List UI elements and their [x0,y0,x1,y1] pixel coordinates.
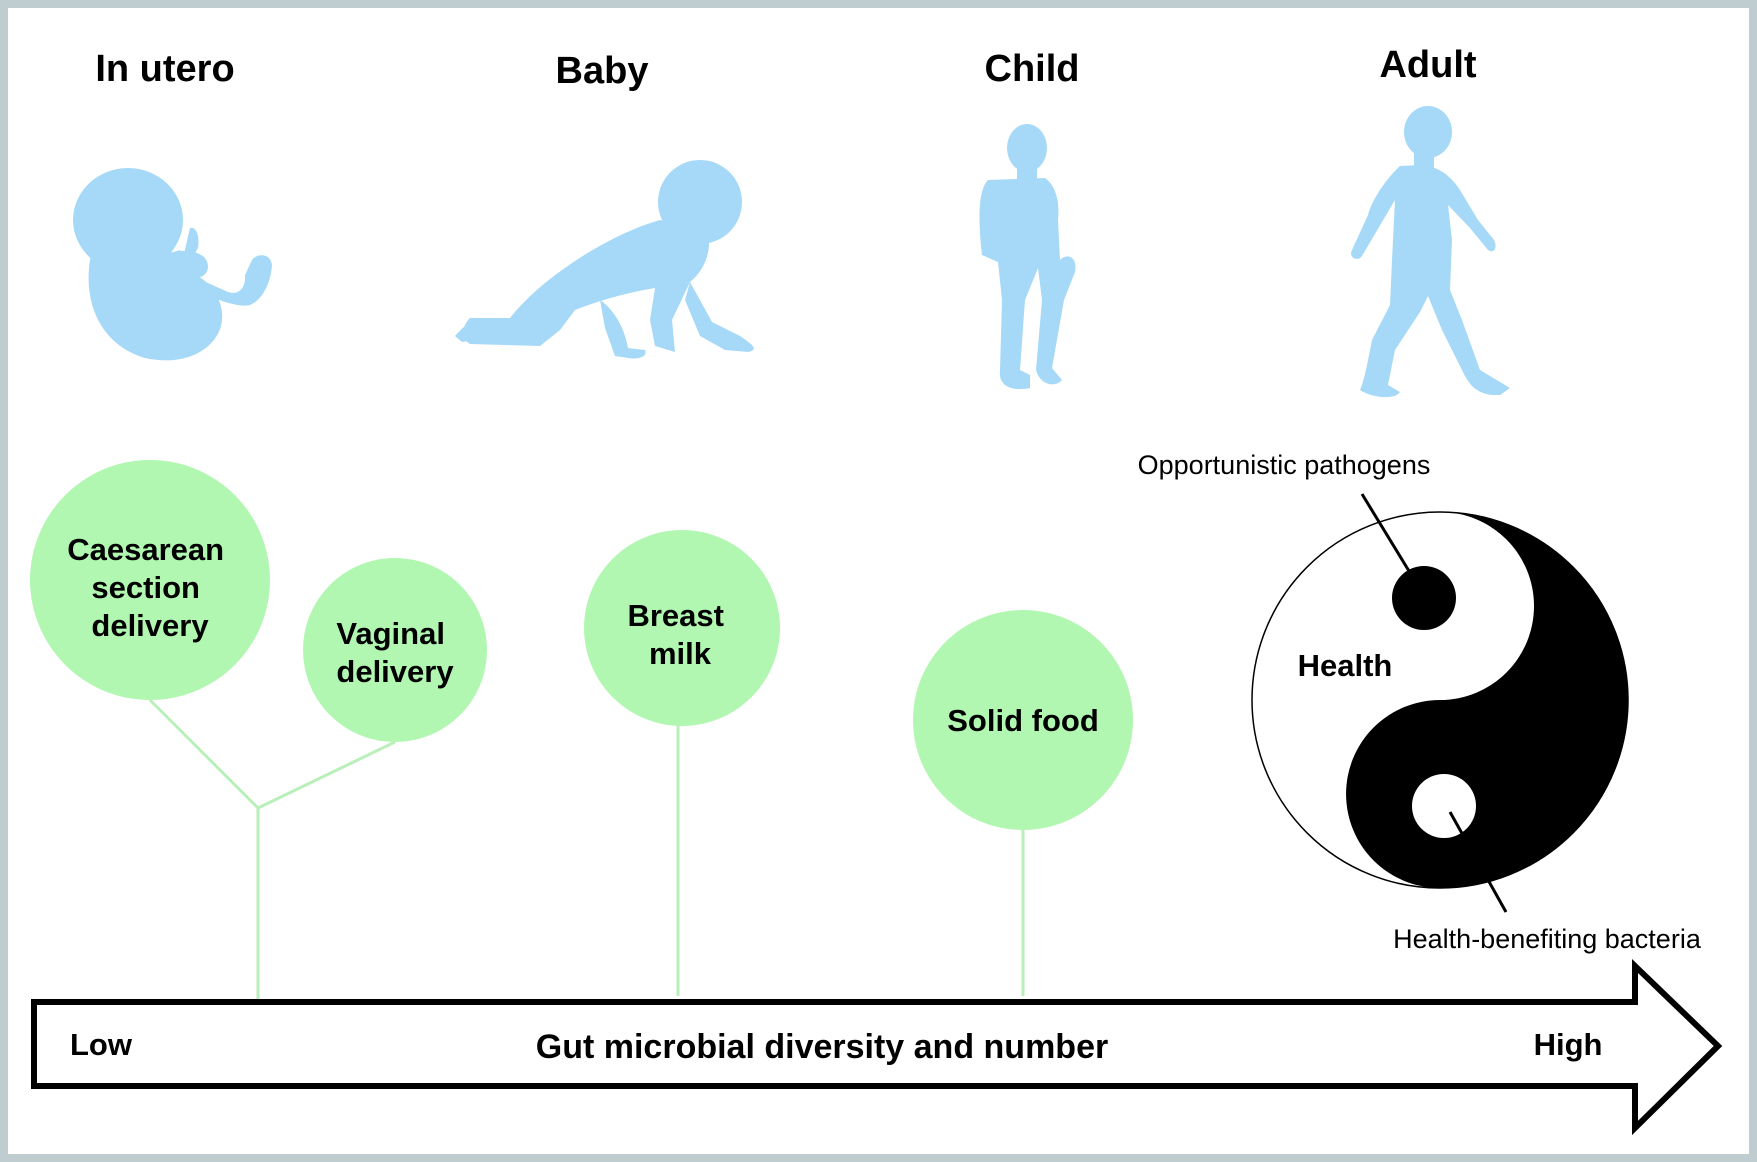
vaginal-bubble [303,558,487,742]
arrow-title: Gut microbial diversity and number [536,1028,1108,1066]
child-icon [979,124,1076,390]
factor-connectors [148,698,1025,1000]
fetus-icon [73,168,272,361]
health-label: Health [1298,648,1393,683]
health-benefiting-bacteria-label: Health-benefiting bacteria [1393,924,1702,954]
walking-adult-icon [1351,106,1510,398]
stage-label-in-utero: In utero [95,48,234,90]
yin-yang-icon [1251,511,1629,889]
solid-food-label: Solid food [947,703,1099,738]
crawling-baby-icon [455,160,754,359]
caesarean-bubble [30,460,270,700]
bacteria-pointer [1448,811,1508,913]
opportunistic-pathogens-label: Opportunistic pathogens [1138,450,1431,480]
stage-label-adult: Adult [1379,44,1476,86]
arrow-high-label: High [1534,1027,1603,1062]
solid-food-bubble [913,610,1133,830]
arrow-low-label: Low [70,1027,133,1062]
diversity-arrow [31,958,1723,1136]
breast-milk-label: Breast milk [627,598,732,671]
pathogen-pointer [1360,493,1414,577]
vaginal-label: Vaginal delivery [336,616,454,689]
caesarean-label: Caesarean section delivery [67,532,232,643]
breast-milk-bubble [584,530,780,726]
stage-label-baby: Baby [556,50,649,92]
stage-label-child: Child [985,48,1080,90]
